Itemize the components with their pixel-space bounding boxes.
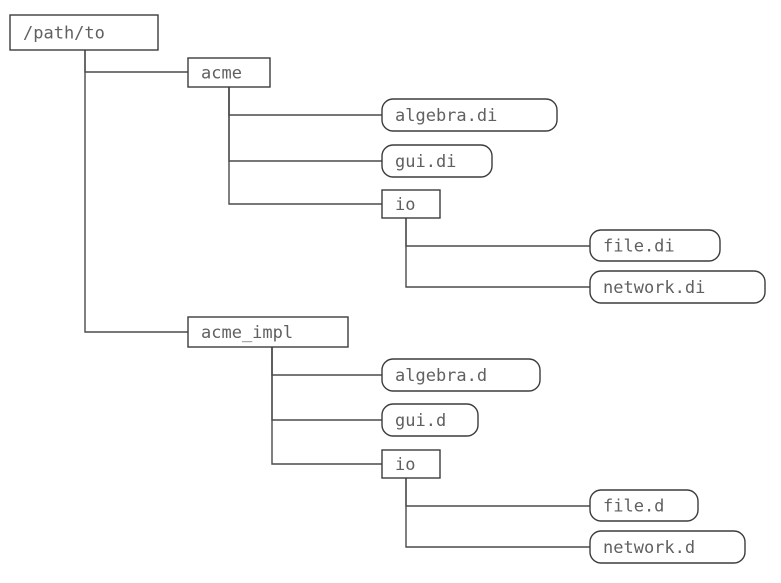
- tree-node-file_d[interactable]: file.d: [589, 489, 699, 522]
- tree-node-file_di[interactable]: file.di: [589, 229, 721, 262]
- tree-connector: [271, 347, 382, 465]
- tree-connector: [228, 87, 382, 205]
- node-label: gui.di: [395, 152, 456, 172]
- tree-connector: [84, 50, 188, 333]
- tree-connector: [271, 347, 382, 421]
- tree-node-acme[interactable]: acme: [187, 57, 271, 88]
- connector-layer: [84, 50, 590, 548]
- tree-connector: [228, 87, 382, 116]
- node-label: /path/to: [23, 24, 105, 44]
- node-label: io: [395, 455, 415, 475]
- tree-connector: [405, 478, 590, 548]
- node-label: network.d: [603, 538, 695, 558]
- tree-connector: [228, 87, 382, 162]
- tree-connector: [405, 478, 590, 507]
- file-box[interactable]: [589, 270, 766, 304]
- file-box[interactable]: [381, 98, 558, 132]
- tree-node-algebra_di[interactable]: algebra.di: [381, 98, 558, 132]
- tree-node-acme_impl[interactable]: acme_impl: [187, 316, 349, 348]
- directory-box[interactable]: [381, 449, 441, 479]
- file-box[interactable]: [589, 229, 721, 262]
- node-label: acme_impl: [201, 323, 293, 343]
- tree-node-network_di[interactable]: network.di: [589, 270, 766, 304]
- tree-connector: [405, 218, 590, 247]
- tree-node-gui_di[interactable]: gui.di: [381, 144, 493, 178]
- node-label: gui.d: [395, 411, 446, 431]
- node-label: io: [395, 195, 415, 215]
- node-layer: /path/to acme algebra.di gui.di io file.di net…: [9, 14, 766, 564]
- directory-box[interactable]: [187, 316, 349, 348]
- directory-box[interactable]: [381, 189, 441, 219]
- tree-node-io_di[interactable]: io: [381, 189, 441, 219]
- tree-connector: [84, 50, 188, 73]
- node-label: file.di: [603, 237, 675, 257]
- directory-box[interactable]: [187, 57, 271, 88]
- node-label: algebra.di: [395, 106, 497, 126]
- directory-box[interactable]: [9, 14, 159, 51]
- node-label: file.d: [603, 497, 664, 517]
- node-label: acme: [201, 64, 242, 84]
- file-box[interactable]: [381, 403, 479, 437]
- node-label: algebra.d: [395, 366, 487, 386]
- file-box[interactable]: [381, 144, 493, 178]
- tree-node-network_d[interactable]: network.d: [589, 530, 746, 564]
- tree-node-algebra_d[interactable]: algebra.d: [381, 358, 541, 392]
- tree-node-root[interactable]: /path/to: [9, 14, 159, 51]
- tree-node-io_d[interactable]: io: [381, 449, 441, 479]
- file-box[interactable]: [589, 530, 746, 564]
- node-label: network.di: [603, 278, 705, 298]
- tree-connector: [405, 218, 590, 288]
- file-box[interactable]: [381, 358, 541, 392]
- tree-node-gui_d[interactable]: gui.d: [381, 403, 479, 437]
- file-box[interactable]: [589, 489, 699, 522]
- tree-connector: [271, 347, 382, 376]
